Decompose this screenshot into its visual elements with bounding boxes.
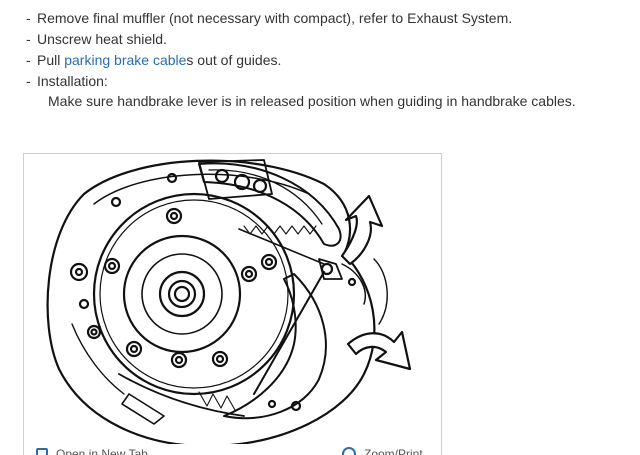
step-text: Installation: <box>37 73 108 89</box>
step-item: - Installation: <box>26 71 512 92</box>
open-in-new-tab-button[interactable]: Open in New Tab <box>36 447 148 455</box>
zoom-icon <box>342 447 356 455</box>
installation-note: Make sure handbrake lever is in released… <box>48 93 576 109</box>
procedure-steps: - Remove final muffler (not necessary wi… <box>26 8 512 92</box>
step-item: - Pull parking brake cables out of guide… <box>26 50 512 71</box>
step-text: Remove final muffler (not necessary with… <box>37 10 513 26</box>
zoom-print-button[interactable]: Zoom/Print <box>342 447 423 455</box>
step-bullet: - <box>26 52 31 68</box>
open-in-new-tab-label: Open in New Tab <box>56 447 148 455</box>
brake-figure: Open in New Tab Zoom/Print <box>23 153 442 455</box>
zoom-print-label: Zoom/Print <box>364 447 423 455</box>
step-bullet: - <box>26 73 31 89</box>
brake-assembly-illustration <box>46 159 412 444</box>
step-text: Unscrew heat shield. <box>37 31 167 47</box>
figure-toolbar: Open in New Tab Zoom/Print <box>24 444 441 455</box>
step-text-suffix: s out of guides. <box>186 52 282 68</box>
step-bullet: - <box>26 31 31 47</box>
step-item: - Unscrew heat shield. <box>26 29 512 50</box>
step-text-prefix: Pull <box>37 52 65 68</box>
parking-brake-cable-link[interactable]: parking brake cable <box>64 52 187 68</box>
step-item: - Remove final muffler (not necessary wi… <box>26 8 512 29</box>
step-bullet: - <box>26 10 31 26</box>
new-tab-icon <box>36 448 48 455</box>
step-text: Pull parking brake cables out of guides. <box>37 50 281 71</box>
